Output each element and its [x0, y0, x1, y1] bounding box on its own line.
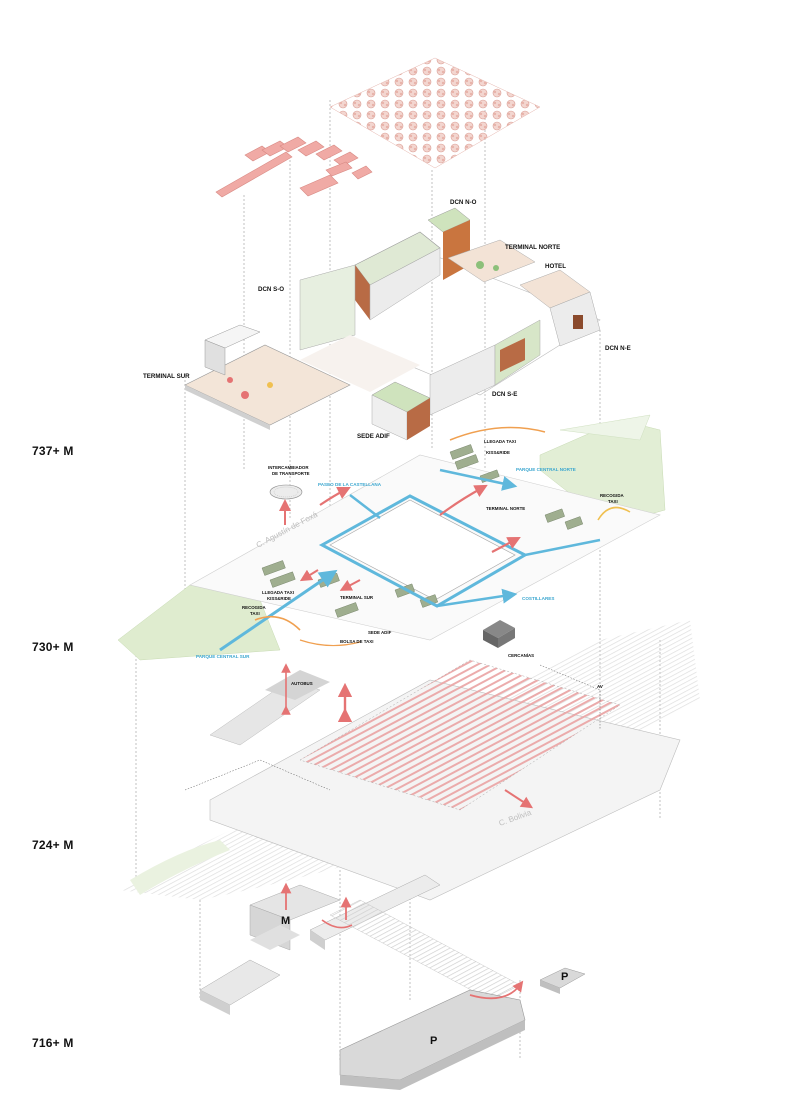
tree-canopy: [329, 57, 541, 169]
label-terminal-sur: TERMINAL SUR: [143, 373, 190, 380]
roof-elements: [215, 136, 373, 198]
label-recogida-l2: TAXI: [250, 611, 260, 616]
label-kiss-ride-top: KISS&RIDE: [486, 450, 510, 455]
label-intercambiador: INTERCAMBIADOR: [268, 465, 309, 470]
label-terminal-norte-street: TERMINAL NORTE: [486, 506, 525, 511]
label-hotel: HOTEL: [545, 263, 566, 270]
label-kiss-ride-bottom: KISS&RIDE: [267, 596, 291, 601]
label-parque-central-sur: PARQUE CENTRAL SUR: [196, 654, 250, 659]
level-label-724: 724+ M: [32, 838, 74, 852]
building-labels: DCN N-O TERMINAL NORTE HOTEL DCN S-O DCN…: [143, 199, 631, 440]
label-autobus: AUTOBUS: [291, 681, 313, 686]
label-parking-main: P: [430, 1035, 437, 1047]
label-costillares: COSTILLARES: [522, 596, 554, 601]
label-de-transporte: DE TRANSPORTE: [272, 471, 310, 476]
lower-labels: M P P: [281, 915, 568, 1047]
label-paseo-castellana: PASEO DE LA CASTELLANA: [318, 482, 382, 487]
label-bolsa-taxi: BOLSA DE TAXI: [340, 639, 373, 644]
label-metro: M: [281, 915, 290, 927]
level-label-730: 730+ M: [32, 640, 74, 654]
label-terminal-norte: TERMINAL NORTE: [505, 244, 560, 251]
label-llegada-taxi-bottom: LLEGADA TAXI: [262, 590, 294, 595]
label-cercanias: CERCANÍAS: [508, 653, 534, 658]
street-level: [117, 414, 666, 661]
label-av: AV: [597, 684, 603, 689]
label-recogida-r2: TAXI: [608, 499, 618, 504]
building-complex: [184, 207, 601, 441]
label-dcn-ne: DCN N-E: [605, 345, 631, 352]
label-llegada-taxi-top: LLEGADA TAXI: [484, 439, 516, 444]
label-parking-small: P: [561, 971, 568, 983]
label-sede-adif-street: SEDE ADIF: [368, 630, 392, 635]
level-label-737: 737+ M: [32, 444, 74, 458]
level-label-716: 716+ M: [32, 1036, 74, 1050]
platform-level: [120, 620, 700, 901]
label-parque-central-norte: PARQUE CENTRAL NORTE: [516, 467, 576, 472]
label-recogida-r1: RECOGIDA: [600, 493, 624, 498]
label-dcn-so: DCN S-O: [258, 286, 284, 293]
label-dcn-se: DCN S-E: [492, 391, 517, 398]
lower-level: [199, 874, 586, 1090]
label-terminal-sur-street: TERMINAL SUR: [340, 595, 374, 600]
label-sede-adif: SEDE ADIF: [357, 433, 390, 440]
label-recogida-l1: RECOGIDA: [242, 605, 266, 610]
label-dcn-no: DCN N-O: [450, 199, 477, 206]
